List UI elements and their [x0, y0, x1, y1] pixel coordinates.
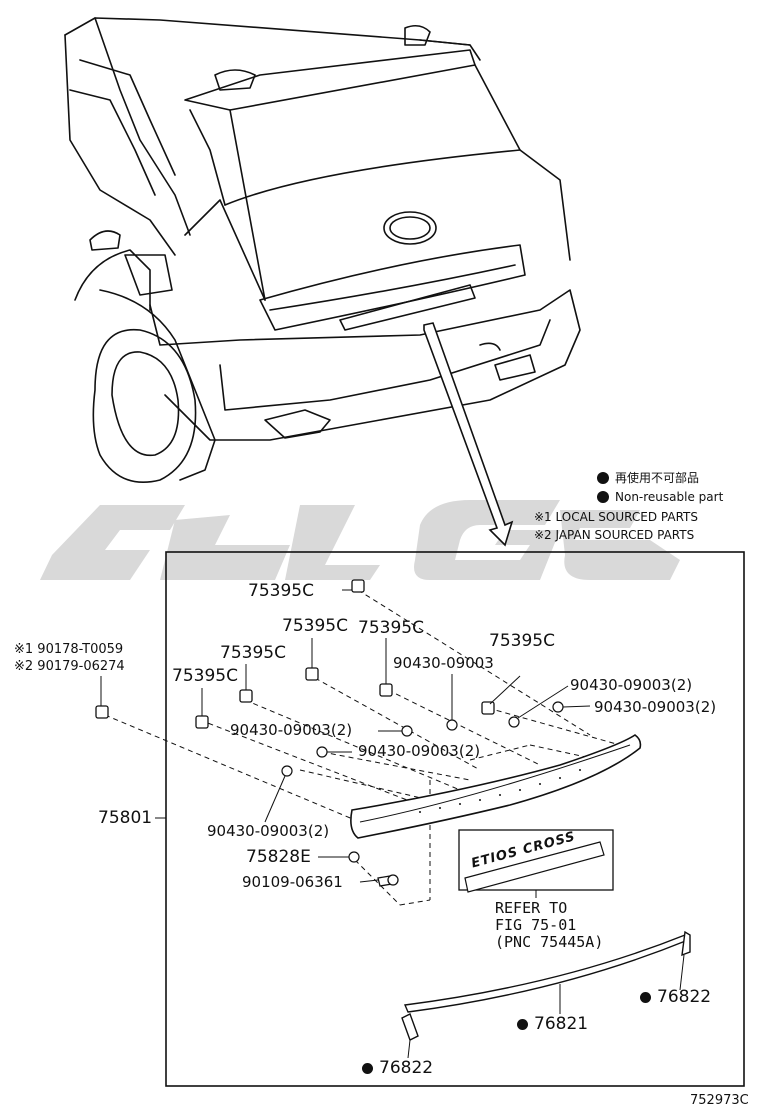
legend-nonreusable-text: Non-reusable part: [615, 490, 724, 504]
reference-line-2: FIG 75-01: [495, 916, 577, 934]
clip-icon: [239, 689, 253, 703]
detail-frame: [165, 551, 745, 1087]
end-cap-left-text: 76822: [379, 1058, 434, 1078]
moulding-leaders: [407, 954, 685, 1059]
legend-japan-sourced: ※2 JAPAN SOURCED PARTS: [534, 528, 695, 542]
clip-icon: [305, 667, 319, 681]
side-part-local: ※1 90178-T0059: [14, 642, 124, 657]
label-end-cap-right: 76822: [640, 989, 711, 1006]
clip-icon: [379, 683, 393, 697]
label-clip-3: 75395C: [358, 618, 424, 638]
label-garnish: 75801: [98, 808, 153, 828]
legend-nonreusable: Non-reusable part: [615, 491, 723, 503]
clip-icon: [195, 715, 209, 729]
nut-icon: [508, 716, 520, 728]
label-nut-5: 90430-09003(2): [358, 742, 481, 760]
moulding-text: 76821: [534, 1014, 589, 1034]
nonreusable-dot-icon: [597, 491, 609, 503]
nut-icon: [446, 719, 458, 731]
nonreusable-dot-icon: [597, 472, 609, 484]
label-end-cap-left: 76822: [362, 1060, 433, 1077]
side-part-japan: ※2 90179-06274: [14, 659, 125, 674]
nonreusable-dot-icon: [362, 1063, 373, 1074]
nut-icon: [348, 851, 360, 863]
label-nut-3: 90430-09003(2): [594, 698, 717, 716]
reference-line-1: REFER TO: [495, 899, 568, 917]
garnish-dots: [419, 769, 581, 813]
label-clip-1: 75395C: [248, 581, 314, 601]
label-clip-4: 75395C: [220, 643, 286, 663]
screw-icon: [377, 874, 399, 887]
reference-line-3: (PNC 75445A): [495, 933, 604, 951]
nut-icon: [316, 746, 328, 758]
end-cap-right-text: 76822: [657, 987, 712, 1007]
emblem-plate: [464, 841, 605, 893]
car-illustration: [64, 17, 581, 484]
clip-parts: [95, 579, 495, 729]
back-door-garnish: [350, 734, 642, 839]
leader-lines: [104, 589, 621, 906]
callout-arrow: [423, 322, 514, 547]
figure-id: 752973C: [690, 1093, 749, 1108]
label-clip-5: 75395C: [172, 666, 238, 686]
label-nut-1: 90430-09003: [393, 654, 494, 672]
emblem-box: [458, 829, 614, 891]
label-moulding: 76821: [517, 1016, 588, 1033]
clip-icon: [95, 705, 109, 719]
nonreusable-dot-icon: [640, 992, 651, 1003]
nut-icon: [401, 725, 413, 737]
legend-jp-text: 再使用不可部品: [615, 471, 700, 485]
label-clip-2: 75395C: [282, 616, 348, 636]
label-nut-4: 90430-09003(2): [230, 721, 353, 739]
label-leaders: [100, 589, 591, 898]
label-nut-6: 90430-09003(2): [207, 822, 330, 840]
legend-local-sourced: ※1 LOCAL SOURCED PARTS: [534, 510, 698, 524]
label-clip-6: 75395C: [489, 631, 555, 651]
watermark-logo: [40, 500, 680, 580]
clip-icon: [481, 701, 495, 715]
moulding-strip: [401, 930, 691, 1041]
clip-icon: [351, 579, 365, 593]
label-screw: 90109-06361: [242, 873, 343, 891]
label-nut-2: 90430-09003(2): [570, 676, 693, 694]
nut-icon: [281, 765, 293, 777]
nut-icon: [552, 701, 564, 713]
legend-nonreusable-jp: 再使用不可部品: [615, 472, 699, 484]
label-bracket: 75828E: [246, 847, 311, 867]
nonreusable-dot-icon: [517, 1019, 528, 1030]
